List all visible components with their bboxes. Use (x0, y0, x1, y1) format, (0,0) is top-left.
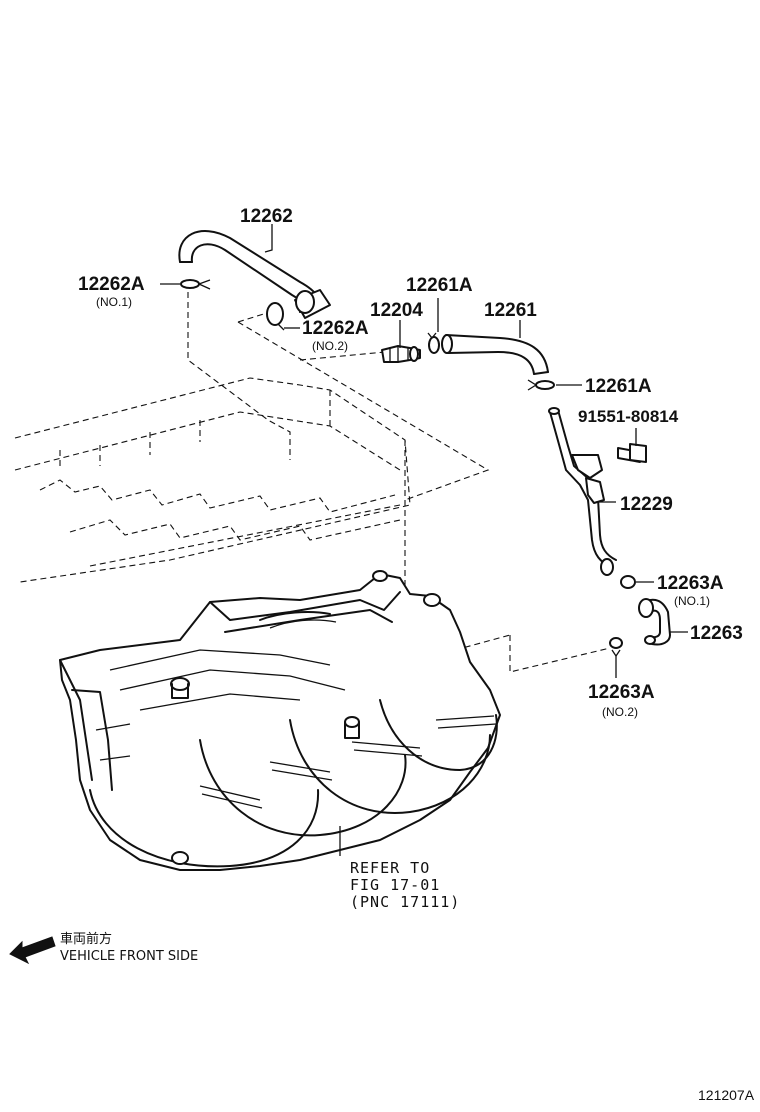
label-12263a-no2-sub: (NO.2) (602, 705, 638, 719)
refer-line-2: FIG 17-01 (350, 876, 440, 894)
refer-line-1: REFER TO (350, 859, 430, 877)
label-12263a-no2: 12263A (588, 682, 655, 703)
pipe-12229 (548, 407, 617, 576)
label-12263: 12263 (690, 623, 743, 644)
label-12262a-no1: 12262A (78, 274, 145, 295)
refer-note: REFER TO FIG 17-01 (PNC 17111) (350, 859, 460, 911)
clamp-12262a-no2 (266, 302, 285, 331)
front-label-jp: 車両前方 (60, 931, 112, 947)
arrow-left-icon (9, 936, 56, 965)
label-12261a-mid: 12261A (585, 376, 652, 397)
label-12262a-no2-sub: (NO.2) (312, 339, 348, 353)
label-12263a-no1-sub: (NO.1) (674, 594, 710, 608)
hose-12263 (638, 598, 671, 646)
label-12261a-top: 12261A (406, 275, 473, 296)
clamp-12263a-no2 (609, 637, 623, 657)
label-91551-80814: 91551-80814 (578, 407, 679, 426)
label-12261: 12261 (484, 300, 537, 321)
label-12263a-no1: 12263A (657, 573, 724, 594)
refer-line-3: (PNC 17111) (350, 893, 460, 911)
label-12229: 12229 (620, 494, 673, 515)
bolt-91551-80814 (617, 443, 647, 463)
cylinder-head-outline (14, 377, 411, 600)
clamp-12262a-no1 (180, 279, 211, 290)
clamp-12261a-mid (527, 379, 555, 391)
figure-id: 121207A (698, 1087, 755, 1103)
clamp-12263a-no1 (620, 575, 636, 589)
pcv-valve-12204 (381, 345, 421, 363)
label-12262: 12262 (240, 206, 293, 227)
hose-12262 (178, 230, 331, 319)
label-12262a-no2: 12262A (302, 318, 369, 339)
guide-lines (187, 292, 611, 673)
label-12262a-no1-sub: (NO.1) (96, 295, 132, 309)
label-12204: 12204 (370, 300, 423, 321)
intake-manifold (59, 570, 501, 871)
hose-12261 (441, 334, 549, 375)
clamp-12261a-top (427, 332, 440, 354)
vehicle-front-indicator: 車両前方 VEHICLE FRONT SIDE (9, 931, 198, 965)
front-label-en: VEHICLE FRONT SIDE (60, 949, 198, 964)
leader-lines (160, 224, 688, 856)
